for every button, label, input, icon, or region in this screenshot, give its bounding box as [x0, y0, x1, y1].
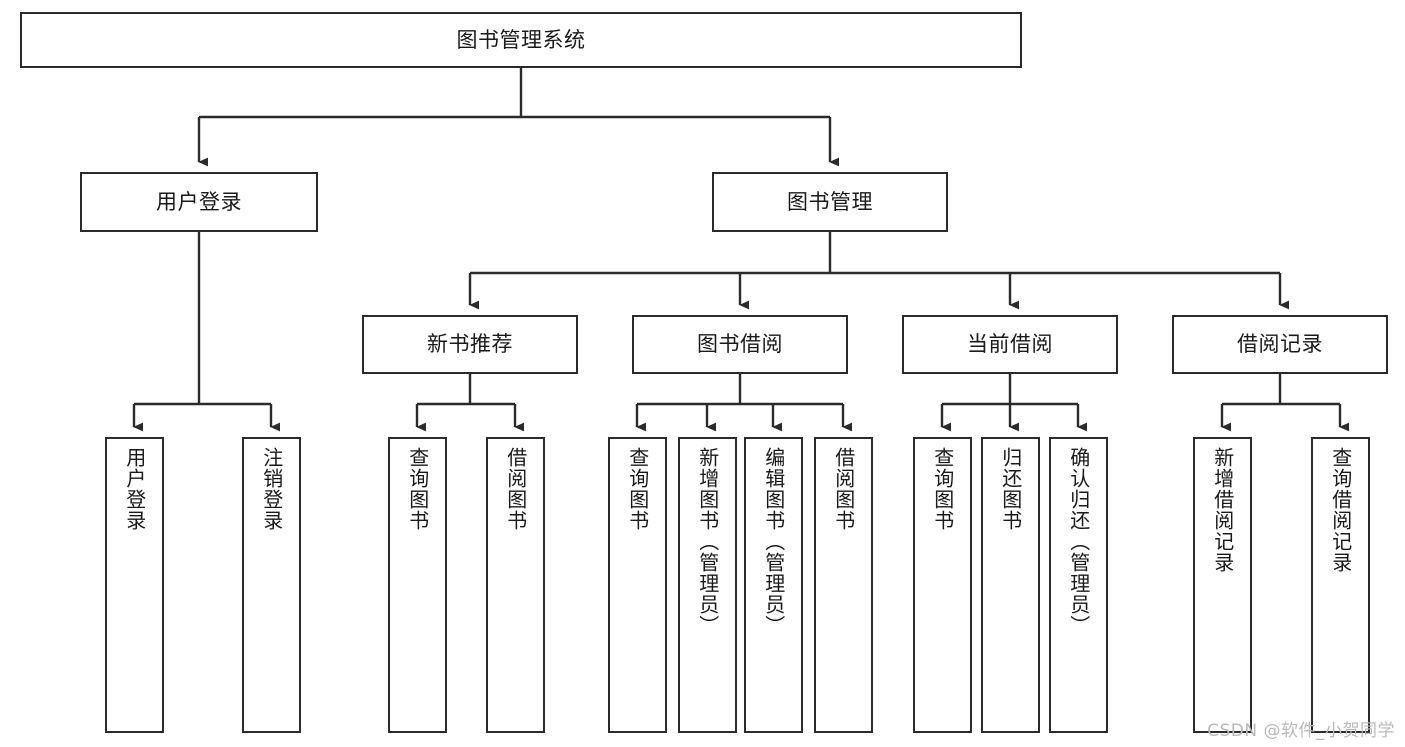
leaf-book-borrow-query[interactable]: 查询图书 — [608, 437, 667, 733]
node-book-management[interactable]: 图书管理 — [712, 172, 948, 232]
node-label: 归还图书 — [998, 447, 1023, 531]
node-label: 查询图书 — [405, 447, 430, 531]
node-label: 确认归还（管理员） — [1066, 447, 1091, 636]
node-label: 查询借阅记录 — [1328, 447, 1353, 573]
leaf-current-borrow-query[interactable]: 查询图书 — [913, 437, 972, 733]
leaf-book-borrow-borrow[interactable]: 借阅图书 — [814, 437, 873, 733]
leaf-user-login-logout[interactable]: 注销登录 — [242, 437, 301, 733]
node-label: 图书管理 — [787, 189, 873, 214]
node-label: 新增借阅记录 — [1210, 447, 1235, 573]
node-label: 借阅记录 — [1237, 332, 1323, 357]
node-label: 编辑图书（管理员） — [761, 447, 786, 636]
node-label: 查询图书 — [625, 447, 650, 531]
node-book-borrow[interactable]: 图书借阅 — [632, 315, 848, 374]
node-label: 新书推荐 — [427, 332, 513, 357]
node-label: 借阅图书 — [503, 447, 528, 531]
leaf-user-login-login[interactable]: 用户登录 — [105, 437, 164, 733]
leaf-book-borrow-edit[interactable]: 编辑图书（管理员） — [744, 437, 803, 733]
node-label: 用户登录 — [156, 189, 242, 214]
node-label: 当前借阅 — [967, 332, 1053, 357]
node-borrow-record[interactable]: 借阅记录 — [1172, 315, 1388, 374]
node-label: 借阅图书 — [831, 447, 856, 531]
node-label: 图书借阅 — [697, 332, 783, 357]
leaf-book-borrow-add[interactable]: 新增图书（管理员） — [678, 437, 737, 733]
node-root-system[interactable]: 图书管理系统 — [20, 12, 1022, 68]
leaf-current-borrow-confirm-return[interactable]: 确认归还（管理员） — [1049, 437, 1108, 733]
leaf-current-borrow-return[interactable]: 归还图书 — [981, 437, 1040, 733]
node-user-login[interactable]: 用户登录 — [80, 172, 318, 232]
node-label: 用户登录 — [122, 447, 147, 531]
node-new-book-recommend[interactable]: 新书推荐 — [362, 315, 578, 374]
leaf-new-book-query[interactable]: 查询图书 — [388, 437, 447, 733]
leaf-borrow-record-query[interactable]: 查询借阅记录 — [1311, 437, 1370, 733]
leaf-new-book-borrow[interactable]: 借阅图书 — [486, 437, 545, 733]
csdn-watermark: CSDN @软件_小贺同学 — [1207, 721, 1395, 741]
node-label: 注销登录 — [259, 447, 284, 531]
node-label: 图书管理系统 — [456, 27, 586, 52]
node-label: 查询图书 — [930, 447, 955, 531]
node-current-borrow[interactable]: 当前借阅 — [902, 315, 1118, 374]
leaf-borrow-record-add[interactable]: 新增借阅记录 — [1193, 437, 1252, 733]
node-label: 新增图书（管理员） — [695, 447, 720, 636]
